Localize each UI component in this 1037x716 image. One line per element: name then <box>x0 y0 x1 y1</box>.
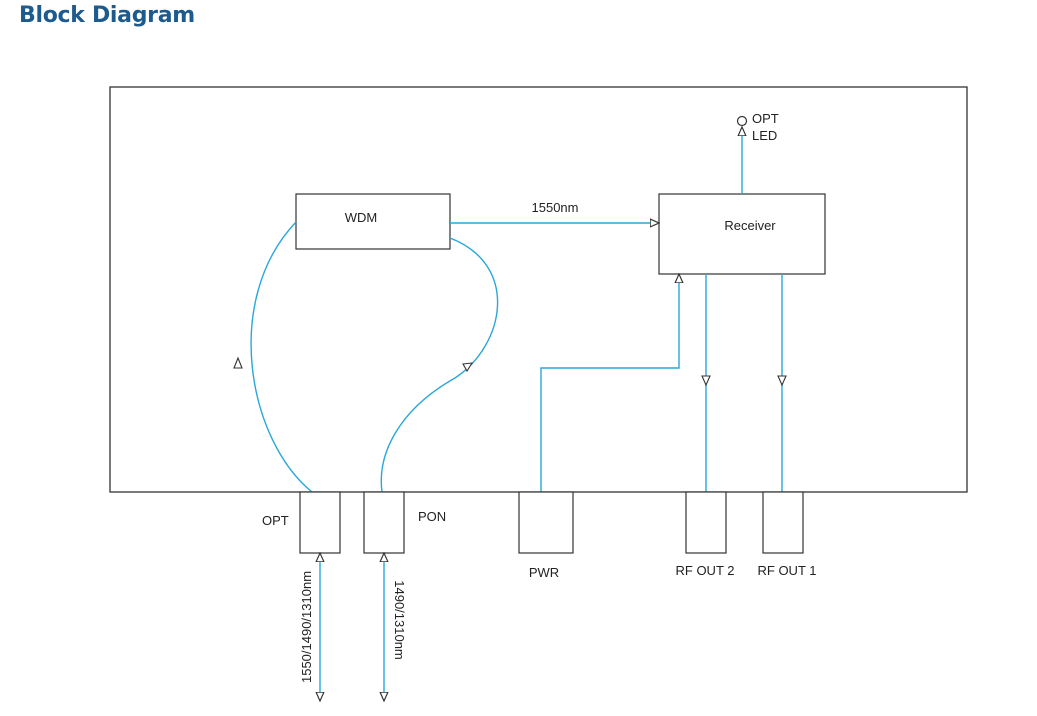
rf-out-1-port <box>762 491 804 554</box>
rf-out-2-arrow <box>701 375 711 387</box>
device-enclosure <box>109 86 968 493</box>
opt-to-wdm-fiber <box>250 221 313 493</box>
power-line <box>540 274 679 492</box>
pwr-port <box>518 491 574 554</box>
rf-out-1-arrow <box>777 375 787 387</box>
opt-fiber-arrow <box>233 356 243 369</box>
opt-port <box>299 491 341 554</box>
signal-1550-label: 1550nm <box>532 200 579 215</box>
receiver-block: Receiver <box>658 193 826 275</box>
pon-port <box>363 491 405 554</box>
rf-out-2-port <box>685 491 727 554</box>
rf-out-1-label: RF OUT 1 <box>758 563 817 578</box>
opt-port-label: OPT <box>262 513 289 528</box>
pon-port-label: PON <box>418 509 446 524</box>
wdm-to-pon-fiber <box>380 237 499 493</box>
pon-wavelength-label: 1490/1310nm <box>392 580 407 660</box>
pon-fiber-arrow <box>462 362 474 373</box>
wdm-block: WDM <box>295 193 451 250</box>
receiver-label: Receiver <box>724 218 776 233</box>
opt-led-label-line1: OPT <box>752 111 779 126</box>
rf-out-2-label: RF OUT 2 <box>676 563 735 578</box>
wdm-label: WDM <box>345 210 378 225</box>
page-title: Block Diagram <box>19 3 195 28</box>
opt-led-label-line2: LED <box>752 128 777 143</box>
opt-wavelength-label: 1550/1490/1310nm <box>299 571 314 683</box>
opt-led-indicator <box>736 115 748 127</box>
pwr-port-label: PWR <box>529 565 559 580</box>
